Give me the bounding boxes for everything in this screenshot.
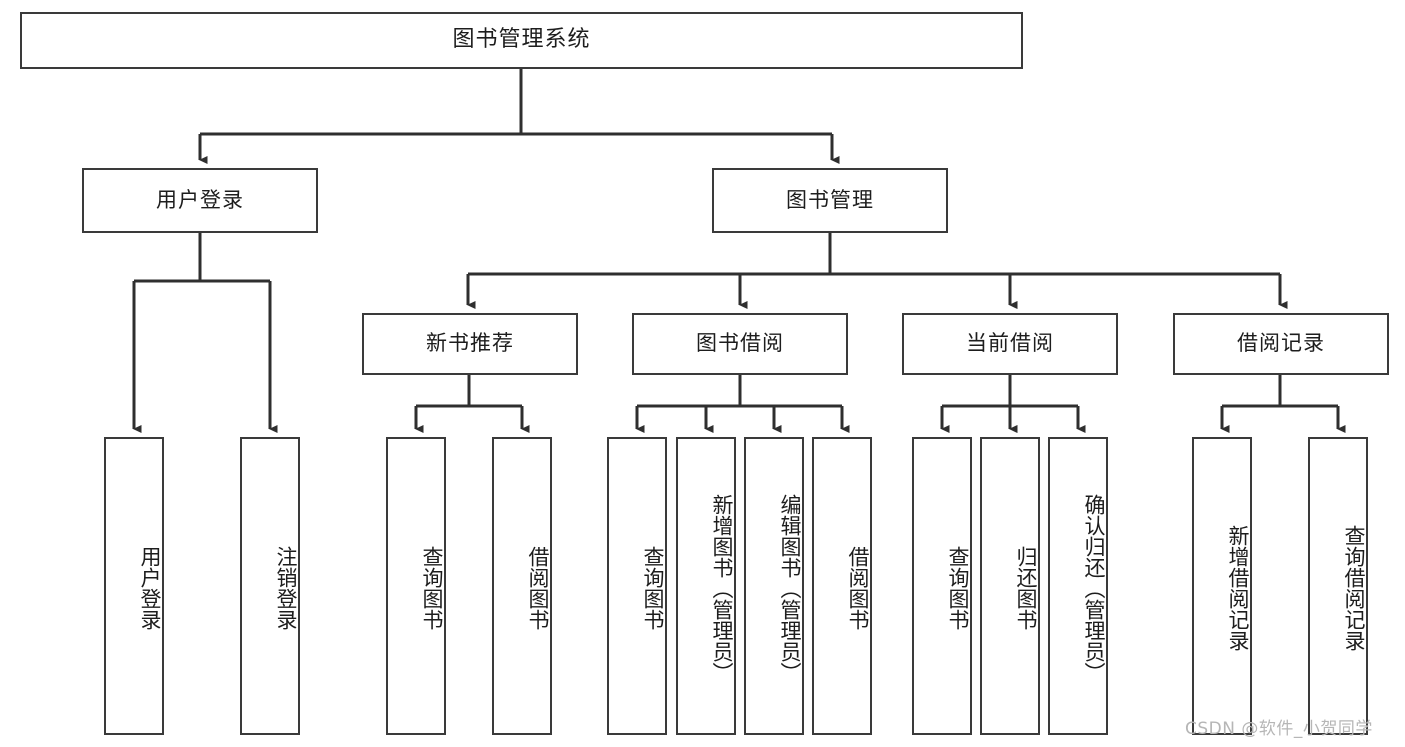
node-label: 查询借阅记录 [1342,525,1366,651]
node-label: 借阅记录 [1237,331,1325,356]
node-label: 图书管理系统 [452,27,591,53]
node-label: 新书推荐 [426,331,514,356]
node-label: 借阅图书 [526,546,550,630]
leaf-return-book[interactable]: 归还图书 [980,437,1040,735]
node-label: 查询图书 [641,546,665,630]
node-label: 查询图书 [420,546,444,630]
leaf-add-borrow-record[interactable]: 新增借阅记录 [1192,437,1252,735]
node-label: 用户登录 [138,546,162,630]
node-label: 注销登录 [274,546,298,630]
node-label: 图书管理 [786,187,874,212]
node-book-borrow[interactable]: 图书借阅 [632,313,848,375]
leaf-query-borrow-record[interactable]: 查询借阅记录 [1308,437,1368,735]
leaf-edit-book-admin[interactable]: 编辑图书（管理员） [744,437,804,735]
leaf-query-book-borrow[interactable]: 查询图书 [607,437,667,735]
leaf-borrow-book-recommend[interactable]: 借阅图书 [492,437,552,735]
leaf-user-login[interactable]: 用户登录 [104,437,164,735]
leaf-confirm-return-admin[interactable]: 确认归还（管理员） [1048,437,1108,735]
node-label: 用户登录 [156,187,244,212]
leaf-user-logout[interactable]: 注销登录 [240,437,300,735]
leaf-borrow-book[interactable]: 借阅图书 [812,437,872,735]
node-label: 查询图书 [946,546,970,630]
leaf-query-book-recommend[interactable]: 查询图书 [386,437,446,735]
node-new-book-recommend[interactable]: 新书推荐 [362,313,578,375]
node-label: 新增借阅记录 [1226,525,1250,651]
node-label: 图书借阅 [696,331,784,356]
node-borrow-record[interactable]: 借阅记录 [1173,313,1389,375]
node-user-login[interactable]: 用户登录 [82,168,318,233]
watermark: CSDN @软件_小贺同学 [1185,719,1373,739]
node-label: 借阅图书 [846,546,870,630]
node-label: 新增图书（管理员） [710,493,734,683]
leaf-add-book-admin[interactable]: 新增图书（管理员） [676,437,736,735]
node-current-borrow[interactable]: 当前借阅 [902,313,1118,375]
node-label: 归还图书 [1014,546,1038,630]
node-book-management[interactable]: 图书管理 [712,168,948,233]
node-label: 当前借阅 [966,331,1054,356]
node-label: 确认归还（管理员） [1082,493,1106,683]
node-root-book-management-system[interactable]: 图书管理系统 [20,12,1023,69]
leaf-query-book-current[interactable]: 查询图书 [912,437,972,735]
node-label: 编辑图书（管理员） [778,493,802,683]
